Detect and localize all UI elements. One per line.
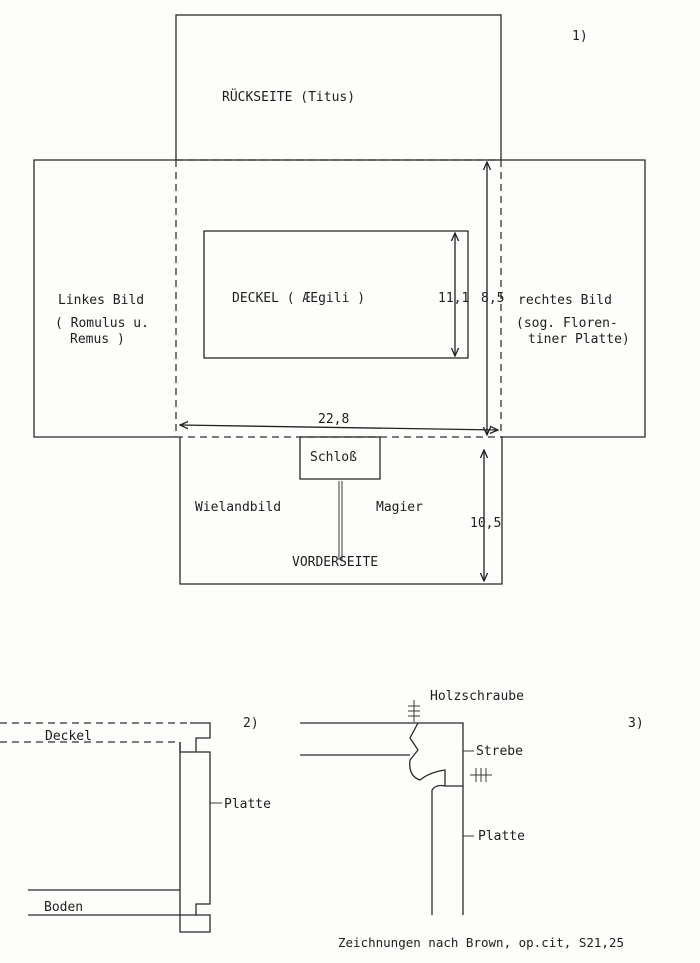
front-left-label: Wielandbild (195, 500, 281, 515)
figure3-number: 3) (628, 716, 644, 731)
figure2-bottom-label: Boden (44, 900, 83, 915)
front-right-label: Magier (376, 500, 423, 515)
figure3-joint-detail: 3) Holzschraube Strebe Platte (300, 689, 644, 915)
lock-box (299, 436, 381, 480)
right-panel (501, 159, 646, 438)
casket-height-dimension-label: 8,5 (481, 291, 504, 306)
left-panel-label-line1: Linkes Bild (58, 293, 144, 308)
back-panel (175, 14, 502, 161)
front-panel-label: VORDERSEITE (292, 555, 378, 570)
figure3-strut-label: Strebe (476, 744, 523, 759)
figure2-number: 2) (243, 716, 259, 731)
width-dimension-arrow (180, 425, 498, 430)
figure2-section-view: 2) Deckel Platte Boden (0, 716, 271, 933)
figure-caption: Zeichnungen nach Brown, op.cit, S21,25 (338, 935, 624, 950)
lid-panel (203, 230, 469, 359)
lid-label: DECKEL ( ÆEgili ) (232, 291, 365, 306)
figure1-unfolded-casket: 1) RÜCKSEITE (Titus) Linkes Bild ( Romul… (33, 14, 646, 585)
figure1-number: 1) (572, 29, 588, 44)
figure3-plate-top (431, 784, 446, 791)
back-panel-label: RÜCKSEITE (Titus) (222, 88, 355, 105)
right-panel-label-line1: rechtes Bild (518, 293, 612, 308)
front-panel (179, 437, 503, 585)
front-height-dimension-label: 10,5 (470, 516, 501, 531)
figure3-screw-label: Holzschraube (430, 689, 524, 704)
figure3-strut (409, 722, 464, 787)
width-dimension-label: 22,8 (318, 412, 349, 427)
figure2-plate (179, 742, 211, 933)
left-panel (33, 159, 176, 438)
left-panel-label-line3: Remus ) (70, 332, 125, 347)
left-panel-label-line2: ( Romulus u. (55, 316, 149, 331)
lid-height-dimension-label: 11,1 (438, 291, 469, 306)
figure2-lid-label: Deckel (45, 729, 92, 744)
lock-label: Schloß (310, 450, 357, 465)
figure3-plate-label: Platte (478, 829, 525, 844)
figure2-plate-label: Platte (224, 797, 271, 812)
figure2-lid-end (179, 722, 211, 753)
right-panel-label-line2: (sog. Floren- (516, 316, 618, 331)
right-panel-label-line3: tiner Platte) (528, 332, 630, 347)
